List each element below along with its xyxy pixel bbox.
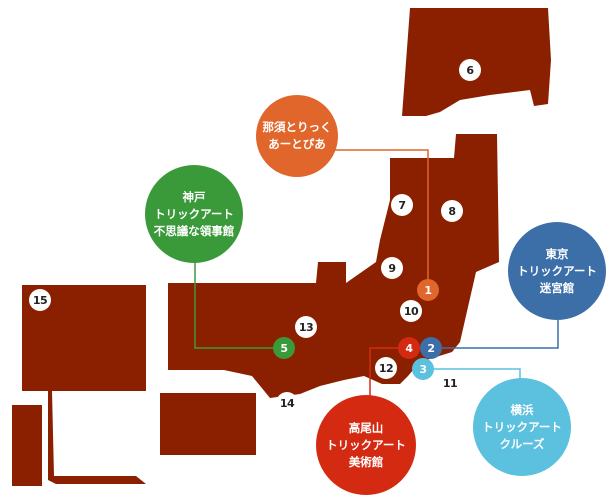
line-takao	[369, 347, 409, 410]
line-nasu	[332, 149, 429, 290]
region-honshu	[168, 134, 499, 398]
callout-kobe[interactable]: 神戸 トリックアート 不思議な領事館	[145, 165, 243, 263]
region-shikoku	[160, 393, 256, 455]
marker-2[interactable]: 2	[420, 337, 442, 359]
marker-1[interactable]: 1	[417, 279, 439, 301]
region-kyushu	[22, 285, 146, 484]
marker-15[interactable]: 15	[29, 289, 51, 311]
marker-14[interactable]: 14	[276, 392, 298, 414]
region-small-island	[12, 405, 42, 486]
marker-10[interactable]: 10	[400, 300, 422, 322]
marker-7[interactable]: 7	[391, 194, 413, 216]
line-kobe	[194, 250, 284, 349]
marker-6[interactable]: 6	[459, 59, 481, 81]
callout-nasu[interactable]: 那須とりっく あーとぴあ	[256, 95, 338, 177]
marker-3[interactable]: 3	[412, 358, 434, 380]
callout-yokohama[interactable]: 横浜 トリックアート クルーズ	[473, 378, 571, 476]
callout-tokyo[interactable]: 東京 トリックアート 迷宮館	[508, 222, 606, 320]
marker-4[interactable]: 4	[398, 337, 420, 359]
marker-8[interactable]: 8	[441, 200, 463, 222]
callout-takao[interactable]: 高尾山 トリックアート 美術館	[316, 395, 416, 495]
marker-5[interactable]: 5	[273, 337, 295, 359]
marker-11[interactable]: 11	[439, 372, 461, 394]
marker-13[interactable]: 13	[295, 316, 317, 338]
marker-12[interactable]: 12	[375, 357, 397, 379]
marker-9[interactable]: 9	[381, 257, 403, 279]
